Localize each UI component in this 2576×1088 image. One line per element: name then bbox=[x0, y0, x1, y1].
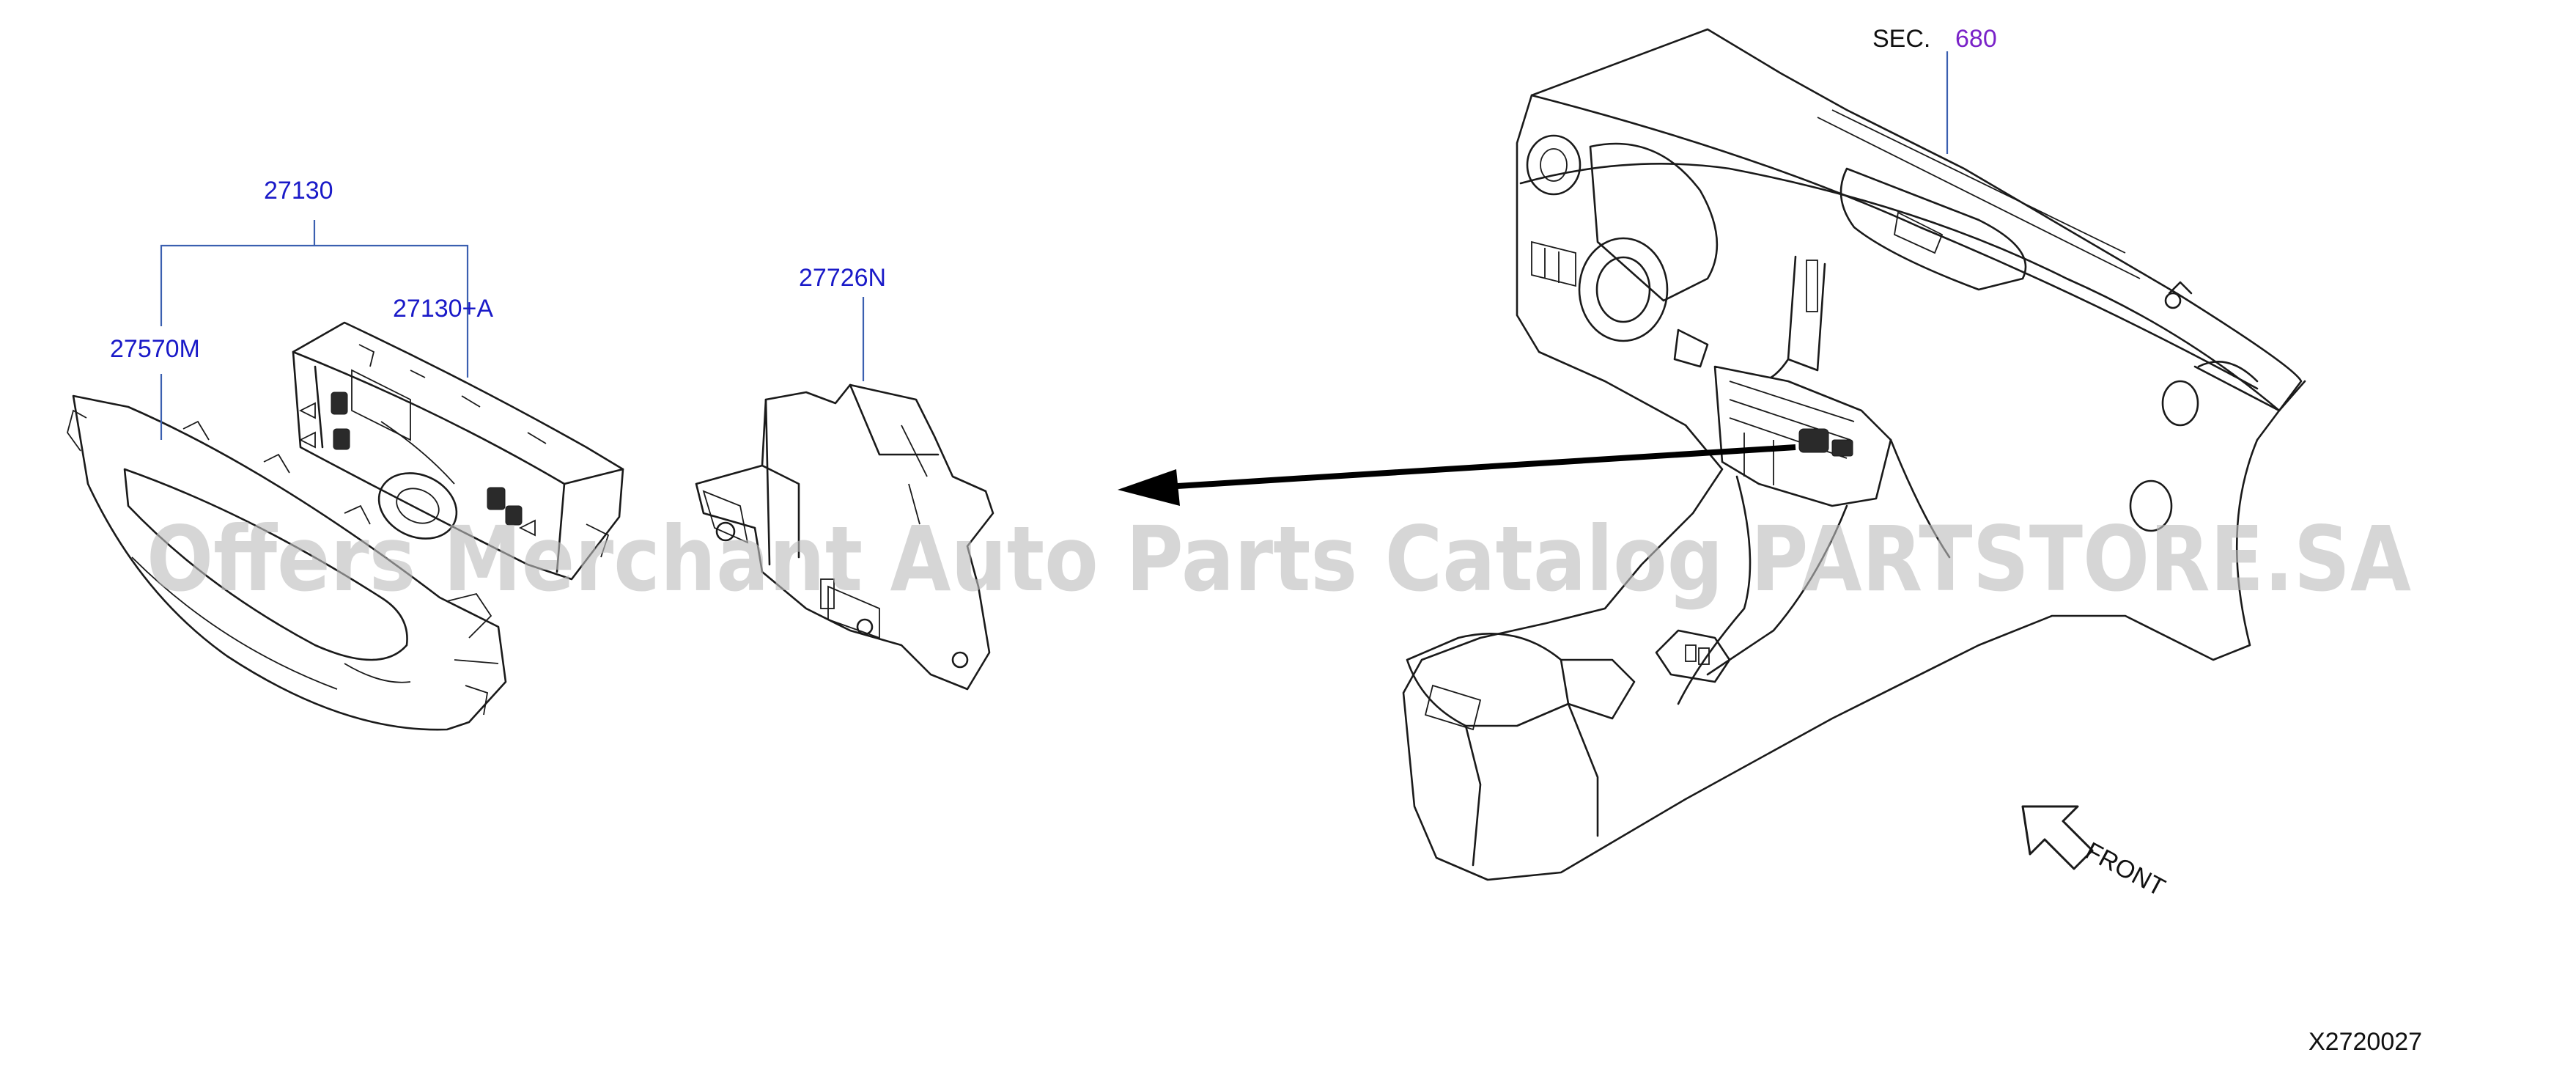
control-unit-part-27130a[interactable] bbox=[292, 321, 624, 581]
callout-27130a[interactable]: 27130+A bbox=[393, 295, 493, 323]
callout-27130[interactable]: 27130 bbox=[264, 177, 333, 205]
callout-27726n[interactable]: 27726N bbox=[799, 264, 886, 292]
finisher-part-27570m[interactable] bbox=[67, 394, 507, 731]
drawing-id: X2720027 bbox=[2309, 1028, 2422, 1056]
front-direction-indicator: FRONT bbox=[2021, 805, 2169, 903]
front-label: FRONT bbox=[2081, 837, 2169, 903]
dashboard-assembly-drawing bbox=[1402, 28, 2306, 881]
callout-27570m[interactable]: 27570M bbox=[110, 335, 200, 363]
arrow-left-icon bbox=[1118, 444, 1796, 506]
section-ref-prefix: SEC. bbox=[1872, 25, 1930, 53]
section-ref-number[interactable]: 680 bbox=[1955, 25, 1997, 53]
arrow-up-left-icon bbox=[2021, 805, 2094, 870]
leader-lines bbox=[160, 51, 1949, 440]
watermark-text: Offers Merchant Auto Parts Catalog PARTS… bbox=[147, 507, 2411, 611]
bracket-part-27726n[interactable] bbox=[695, 383, 994, 691]
